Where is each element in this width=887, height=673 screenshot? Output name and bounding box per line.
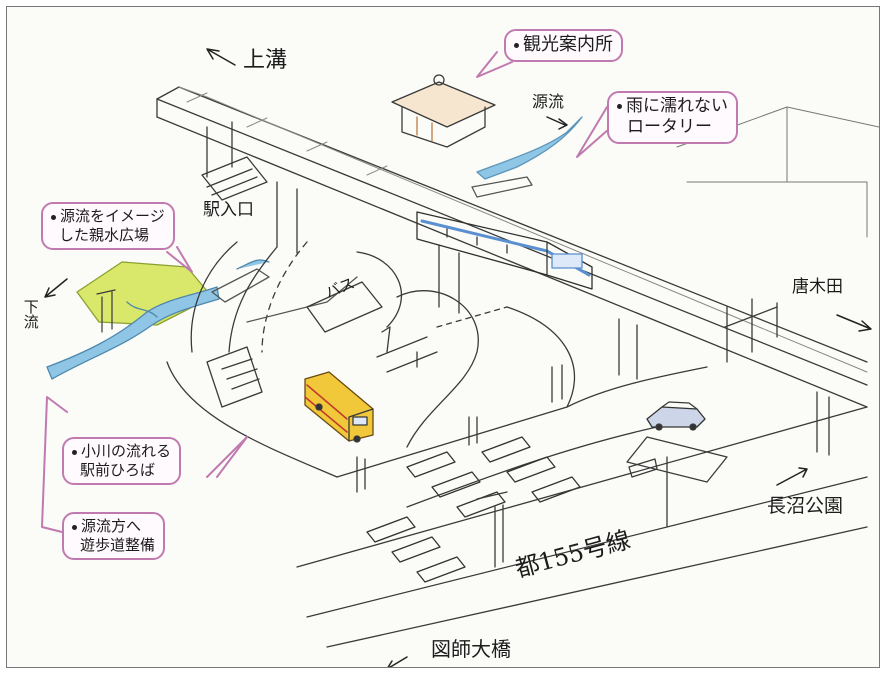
roads [166, 241, 708, 508]
callout-stream-plaza: 小川の流れる 駅前ひろば [62, 437, 182, 485]
callout-tails [41, 51, 618, 533]
bus [304, 371, 374, 443]
sketch-frame: 上溝 駅入口 源流 唐木田 長沼公園 都155号線 図師大橋 下流 バス 観光案… [6, 6, 880, 668]
arrow-icon [44, 48, 872, 667]
street-poles [356, 326, 668, 568]
label-nagonuma-park: 長沼公園 [767, 495, 844, 517]
callout-rotary-line1: 雨に濡れない [626, 96, 728, 116]
catenary-pole [724, 298, 778, 363]
callout-path-line1: 源流方へ [81, 517, 142, 535]
station-area-sketch [41, 48, 879, 667]
viaduct [156, 86, 868, 456]
label-source-flow: 源流 [532, 92, 565, 111]
label-kamimizo: 上溝 [243, 48, 288, 73]
callout-water-plaza: 源流をイメージ した親水広場 [41, 202, 175, 250]
tourist-info-kiosk [391, 74, 496, 148]
main-road [296, 406, 868, 648]
callout-plaza-line1: 源流をイメージ [60, 207, 165, 225]
label-station-entrance: 駅入口 [203, 200, 254, 220]
callout-promenade: 源流方へ 遊歩道整備 [62, 512, 166, 560]
callout-stream-line2: 駅前ひろば [80, 460, 156, 479]
label-zushi-bridge: 図師大橋 [431, 637, 511, 661]
callout-plaza-line2: した親水広場 [59, 225, 150, 244]
label-downstream: 下流 [21, 299, 40, 329]
car [646, 401, 706, 431]
upper-stream [471, 116, 583, 198]
callout-rotary: 雨に濡れない ロータリー [607, 91, 738, 144]
callout-tourist-info-text: 観光案内所 [523, 34, 613, 55]
callout-tourist-info: 観光案内所 [504, 29, 623, 62]
water-plaza [46, 259, 270, 380]
callout-stream-line1: 小川の流れる [81, 442, 172, 460]
callout-rotary-line2: ロータリー [627, 117, 712, 138]
callout-path-line2: 遊歩道整備 [80, 535, 156, 554]
train [416, 211, 593, 290]
label-karakida: 唐木田 [792, 277, 843, 297]
